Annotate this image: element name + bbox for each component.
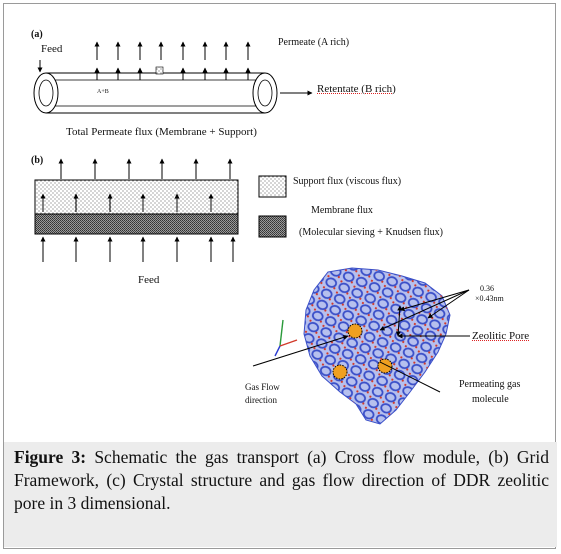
crystal-structure <box>303 267 451 425</box>
feed-label-a: Feed <box>41 43 63 55</box>
legend-membrane-detail: (Molecular sieving + Knudsen flux) <box>299 227 443 238</box>
axis-triad <box>274 319 298 357</box>
grid-framework <box>34 179 239 235</box>
legend-membrane-swatch <box>258 215 287 238</box>
legend-support-swatch <box>258 175 287 198</box>
legend-membrane-title: Membrane flux <box>311 205 373 216</box>
feed-label-b: Feed <box>138 274 160 286</box>
gas-flow-line1: Gas Flow <box>245 382 280 392</box>
pore-size-line1: 0.36 <box>480 284 494 293</box>
caption-background <box>4 442 557 547</box>
annotation-lines <box>252 289 470 393</box>
caption-label: Figure 3: <box>14 447 87 467</box>
permeate-arrows <box>94 41 251 80</box>
permeating-line2: molecule <box>472 394 509 405</box>
permeating-line1: Permeating gas <box>459 379 521 390</box>
gas-molecules <box>332 323 393 380</box>
cross-flow-tube <box>33 66 278 114</box>
legend-support-label: Support flux (viscous flux) <box>293 176 402 187</box>
panel-a-label: (a) <box>31 29 43 40</box>
tube-inside-label: A+B <box>97 89 109 95</box>
figure-caption: Figure 3: Schematic the gas transport (a… <box>14 446 549 515</box>
zeolitic-pore-label: Zeolitic Pore <box>472 330 530 342</box>
permeate-label: Permeate (A rich) <box>278 37 350 48</box>
grid-flux-arrows <box>40 158 236 262</box>
caption-text: Schematic the gas transport (a) Cross fl… <box>14 447 549 513</box>
total-flux-label: Total Permeate flux (Membrane + Support) <box>66 126 257 138</box>
pore-size-line2: ×0.43nm <box>475 294 504 303</box>
retentate-label: Retentate (B rich) <box>317 83 396 95</box>
gas-flow-line2: direction <box>245 395 277 405</box>
panel-b-label: (b) <box>31 155 44 166</box>
